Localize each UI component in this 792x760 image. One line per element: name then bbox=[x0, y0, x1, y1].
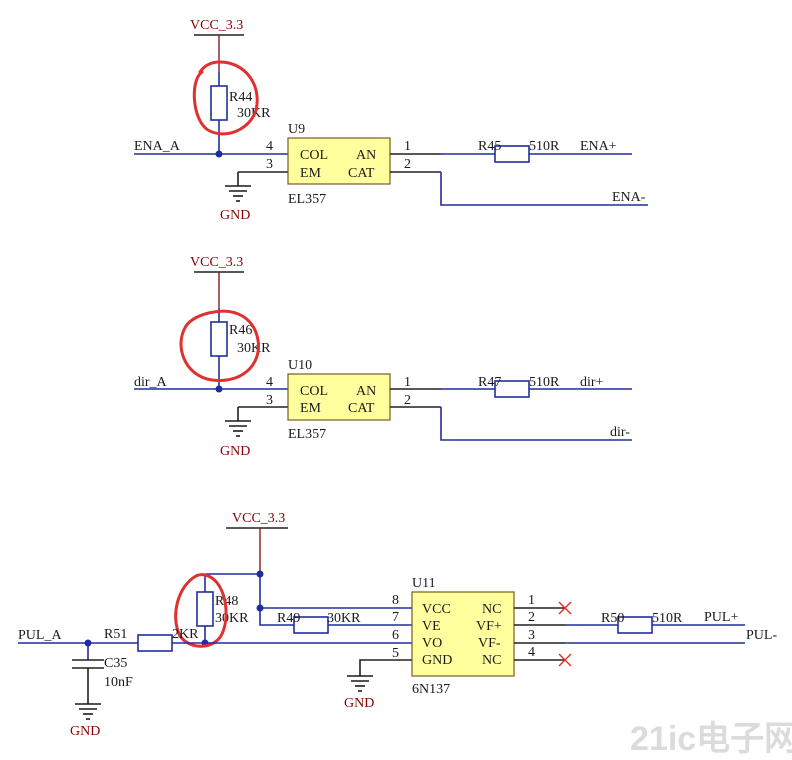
resistor-ref: R48 bbox=[215, 594, 238, 609]
pin-number: 1 bbox=[404, 375, 411, 390]
resistor-r46 bbox=[210, 321, 228, 357]
pin-name-vo: VO bbox=[422, 636, 442, 651]
vcc-label: VCC_3.3 bbox=[190, 18, 243, 33]
ic-u10 bbox=[287, 373, 391, 421]
red-hand-circle bbox=[174, 573, 228, 648]
net-label-pul-minus: PUL- bbox=[746, 628, 777, 643]
pin-name-em: EM bbox=[300, 401, 322, 416]
red-hand-circle bbox=[179, 309, 260, 383]
pin-number: 4 bbox=[266, 375, 273, 390]
resistor-value: 2KR bbox=[172, 627, 199, 642]
ic-u11 bbox=[411, 591, 515, 677]
pin-name-gnd: GND bbox=[422, 653, 452, 668]
pin-name-vcc: VCC bbox=[422, 602, 451, 617]
resistor-value: 30KR bbox=[237, 341, 271, 356]
net-label-pul-plus: PUL+ bbox=[704, 610, 738, 625]
net-label-pul-a: PUL_A bbox=[18, 628, 62, 643]
pin-number: 2 bbox=[404, 157, 411, 172]
ic-ref: U11 bbox=[412, 576, 436, 591]
ena-minus-net bbox=[440, 172, 648, 206]
pin-name-nc: NC bbox=[482, 602, 501, 617]
net-label-dir-minus: dir- bbox=[610, 425, 630, 440]
net-label-dir-a: dir_A bbox=[134, 375, 168, 390]
ic-part: EL357 bbox=[288, 427, 326, 442]
pin-name-an: AN bbox=[356, 148, 376, 163]
gnd-label: GND bbox=[344, 696, 374, 711]
junction-dot bbox=[215, 150, 223, 158]
capacitor-ref: C35 bbox=[104, 656, 127, 671]
resistor-ref: R44 bbox=[229, 90, 252, 105]
resistor-value: 30KR bbox=[327, 611, 361, 626]
pin-name-ve: VE bbox=[422, 619, 441, 634]
pin-number: 7 bbox=[392, 610, 399, 625]
vcc-label: VCC_3.3 bbox=[232, 511, 285, 526]
resistor-r48 bbox=[196, 591, 214, 627]
pin-number: 2 bbox=[404, 393, 411, 408]
wire bbox=[259, 608, 294, 626]
resistor-r51 bbox=[137, 634, 173, 652]
capacitor-value: 10nF bbox=[104, 675, 133, 690]
red-hand-circle bbox=[192, 60, 259, 136]
net-label-ena-minus: ENA- bbox=[612, 190, 646, 205]
pin-number: 4 bbox=[528, 645, 535, 660]
pin-number: 1 bbox=[404, 139, 411, 154]
watermark-text: 21ic电子网 bbox=[630, 720, 792, 758]
pin-name-vf-plus: VF+ bbox=[476, 619, 502, 634]
pin-number: 6 bbox=[392, 628, 399, 643]
dir-minus-net bbox=[440, 407, 632, 441]
pin-number: 2 bbox=[528, 610, 535, 625]
gnd-label: GND bbox=[220, 208, 250, 223]
pin-name-col: COL bbox=[300, 148, 328, 163]
pul-section: VCC_3.3 R48 30KR 8 R49 30KR 7 PUL_A R51 … bbox=[18, 511, 777, 739]
pin-name-nc: NC bbox=[482, 653, 501, 668]
pin-number: 5 bbox=[392, 646, 399, 661]
pin-number: 3 bbox=[528, 628, 535, 643]
ic-ref: U10 bbox=[288, 358, 312, 373]
dir-section: VCC_3.3 R46 30KR dir_A 4 GND 3 U10 COL E… bbox=[134, 255, 632, 459]
ic-part: EL357 bbox=[288, 192, 326, 207]
ic-ref: U9 bbox=[288, 122, 305, 137]
pin-name-an: AN bbox=[356, 384, 376, 399]
resistor-value: 510R bbox=[652, 611, 683, 626]
resistor-ref: R50 bbox=[601, 611, 624, 626]
vcc-label: VCC_3.3 bbox=[190, 255, 243, 270]
pin-number: 4 bbox=[266, 139, 273, 154]
net-label-ena-plus: ENA+ bbox=[580, 139, 617, 154]
pin-number: 1 bbox=[528, 593, 535, 608]
pin-name-cat: CAT bbox=[348, 166, 375, 181]
pin-name-vf-minus: VF- bbox=[478, 636, 501, 651]
resistor-ref: R45 bbox=[478, 139, 501, 154]
resistor-value: 30KR bbox=[215, 611, 249, 626]
junction-dot bbox=[215, 385, 223, 393]
resistor-ref: R49 bbox=[277, 611, 300, 626]
pin-number: 3 bbox=[266, 393, 273, 408]
gnd-label: GND bbox=[70, 724, 100, 739]
resistor-r44 bbox=[210, 85, 228, 121]
wire bbox=[359, 659, 412, 676]
pin-name-cat: CAT bbox=[348, 401, 375, 416]
pin-name-em: EM bbox=[300, 166, 322, 181]
ic-part: 6N137 bbox=[412, 682, 450, 697]
resistor-ref: R46 bbox=[229, 323, 252, 338]
net-label-ena-a: ENA_A bbox=[134, 139, 181, 154]
pin-number: 3 bbox=[266, 157, 273, 172]
resistor-value: 510R bbox=[529, 375, 560, 390]
resistor-ref: R51 bbox=[104, 627, 127, 642]
resistor-value: 510R bbox=[529, 139, 560, 154]
pin-name-col: COL bbox=[300, 384, 328, 399]
resistor-ref: R47 bbox=[478, 375, 501, 390]
ena-section: VCC_3.3 R44 30KR ENA_A 4 GND 3 U9 COL EM… bbox=[134, 18, 648, 223]
net-label-dir-plus: dir+ bbox=[580, 375, 604, 390]
ic-u9 bbox=[287, 137, 391, 185]
watermark: 21ic电子网 bbox=[630, 720, 792, 758]
gnd-label: GND bbox=[220, 444, 250, 459]
pin-number: 8 bbox=[392, 593, 399, 608]
